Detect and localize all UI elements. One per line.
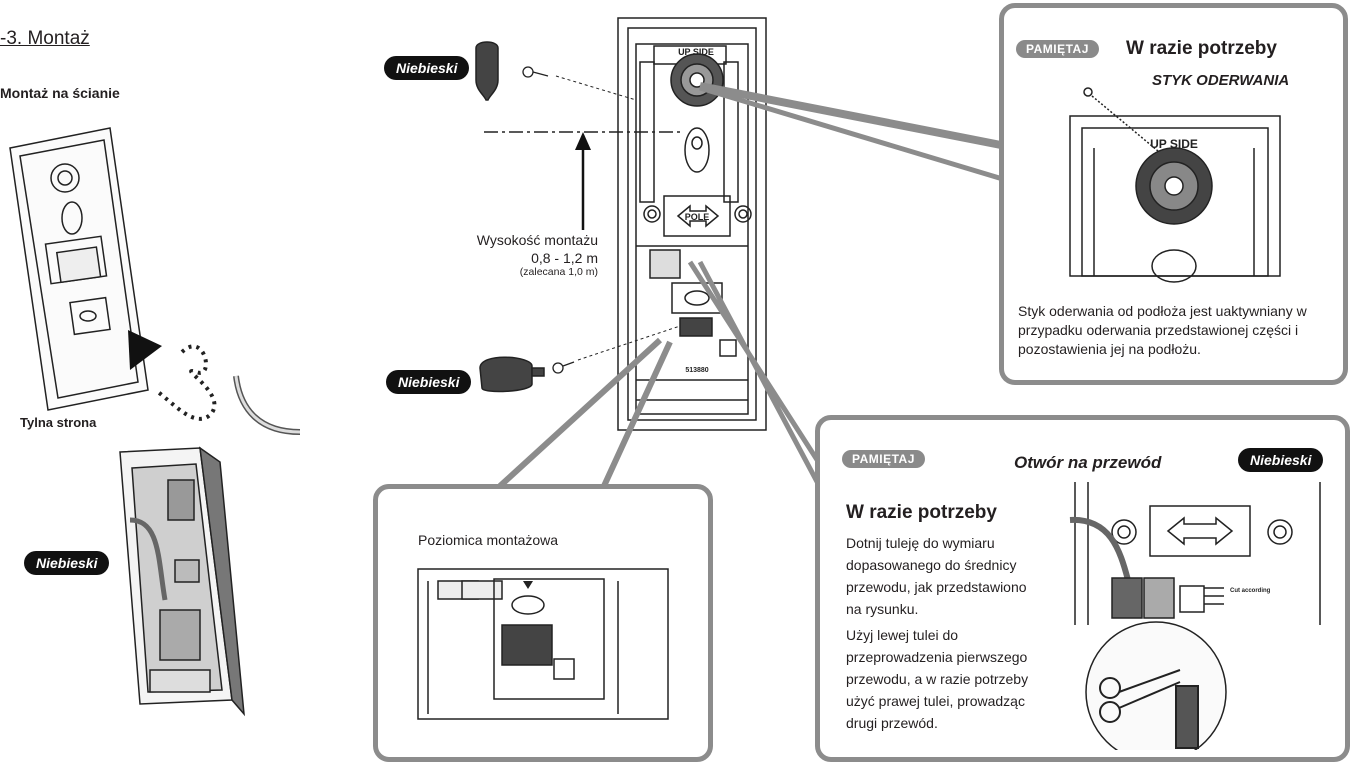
grommet-icon-bottom [479,356,545,393]
grommet-icon-top [475,41,499,101]
back-side-caption: Tylna strona [20,415,97,430]
wire-text-1: Dotnij tuleję do wymiaru dopasowanego do… [846,535,1027,617]
wire-badge: PAMIĘTAJ [842,450,925,468]
tamper-up-side-label: UP SIDE [1150,137,1198,151]
tamper-heading: W razie potrzeby [1126,38,1277,59]
cut-note-label: Cut according [1230,588,1271,594]
tamper-subheading: STYK ODERWANIA [1152,72,1290,89]
wire-text-2: Użyj lewej tulei do przeprowadzenia pier… [846,627,1029,731]
up-side-label: UP SIDE [678,47,714,57]
wire-panel: PAMIĘTAJ Otwór na przewód Niebieski W ra… [815,415,1350,762]
arrow-up-icon [575,132,591,150]
wire-heading: W razie potrzeby [846,502,997,523]
screw-icon-tamper [1083,87,1093,97]
pole-label: POLE [685,212,710,222]
callout-level-connector [497,337,673,489]
blue-tag-bottom: Niebieski [386,370,472,394]
callout-tamper-connector [699,82,1007,150]
wire-blue-tag: Niebieski [1238,448,1324,472]
screw-icon-top [522,66,549,78]
level-panel-illustration [417,568,669,720]
section-title: -3. Montaż [0,28,90,49]
part-number-label: 513880 [685,367,708,374]
device-3d-illustration [119,446,245,717]
tamper-text: Styk oderwania od podłoża jest uaktywnia… [1018,303,1307,357]
wall-mount-title: Montaż na ścianie [0,85,120,101]
wire-title: Otwór na przewód [1014,453,1162,472]
tamper-illustration: UP SIDE [1069,87,1281,283]
scissors-icon [1099,669,1199,749]
dotted-wire [156,344,217,421]
height-label: Wysokość montażu [476,232,598,248]
blue-tag-top: Niebieski [384,56,470,80]
tamper-panel: PAMIĘTAJ W razie potrzeby STYK ODERWANIA… [999,3,1348,385]
blue-tag-left: Niebieski [24,551,110,575]
device-back-illustration [9,127,149,411]
wire-illustration: Cut according [1069,482,1321,750]
screw-icon-bottom [552,361,575,374]
device-front-illustration [617,17,767,431]
height-range: 0,8 - 1,2 m [531,250,598,266]
height-block: Wysokość montażu 0,8 - 1,2 m (zalecana 1… [440,232,598,278]
arrow-right-icon [128,330,162,370]
level-panel: Poziomica montażowa [373,484,713,762]
tamper-badge: PAMIĘTAJ [1016,40,1099,58]
height-recommended: (zalecana 1,0 m) [519,266,598,278]
screw-guide-top [555,75,637,101]
level-panel-title: Poziomica montażowa [418,532,559,548]
